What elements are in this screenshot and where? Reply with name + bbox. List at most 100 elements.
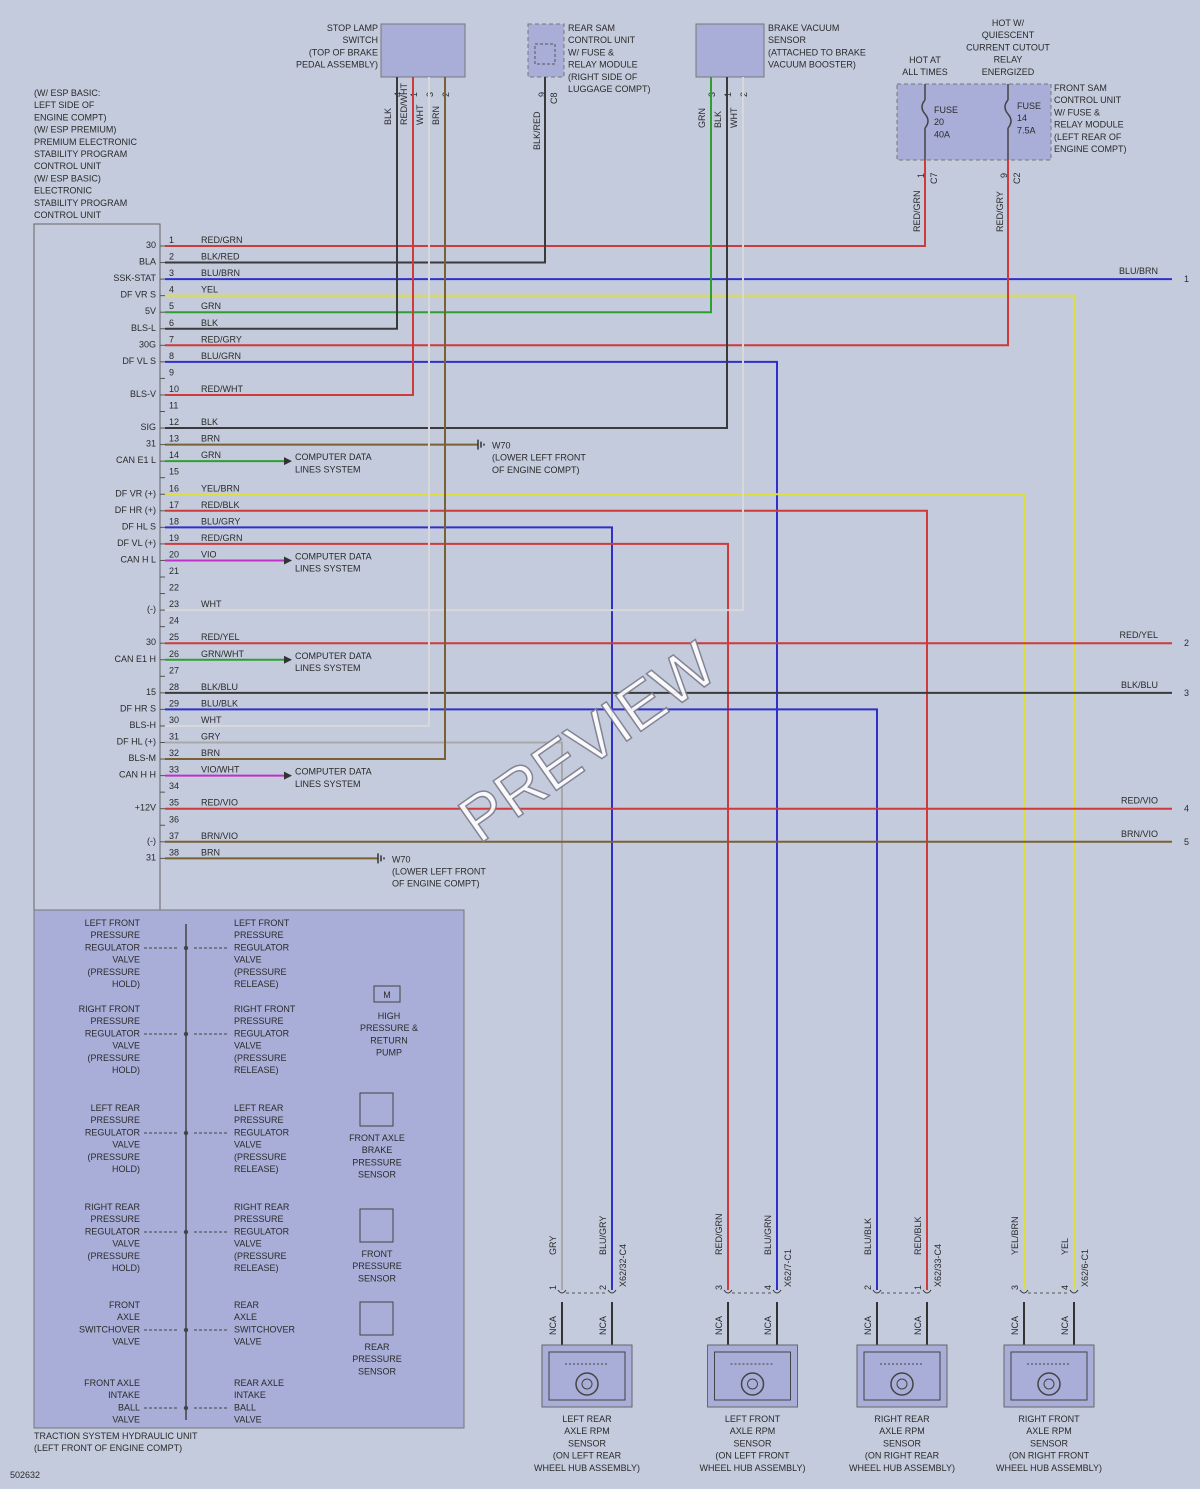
gear-hub-icon: [747, 1378, 758, 1390]
esp-pin-signal-label: DF HL (+): [117, 737, 156, 747]
ground-id-label: W70: [492, 441, 511, 451]
esp-pin-number: 37: [169, 831, 179, 841]
stop-lamp-switch-label: STOP LAMP: [327, 23, 378, 33]
computer-data-lines-label: COMPUTER DATA: [295, 551, 372, 561]
wire-pin-6: [165, 77, 398, 330]
front-sam-control-unit: [896, 83, 1052, 161]
ground-location-label: (LOWER LEFT FRONT: [392, 866, 486, 876]
valve-right-label: REGULATOR: [234, 1028, 290, 1038]
wire-pin-30: [165, 77, 430, 727]
wire-color-label: RED/GRN: [201, 235, 243, 245]
front-sam-label: RELAY MODULE: [1054, 120, 1124, 130]
valve-right-label: VALVE: [234, 1239, 262, 1249]
valve-right-label: REGULATOR: [234, 942, 290, 952]
sensor-inner-frame: [548, 1351, 626, 1401]
stop-lamp-switch-label: SWITCH: [343, 35, 379, 45]
valve-right-label: RELEASE): [234, 1164, 279, 1174]
valve-left-label: VALVE: [112, 1239, 140, 1249]
valve-left-label: PRESSURE: [90, 930, 140, 940]
esp-pin-signal-label: 15: [146, 687, 156, 697]
esp-pin-signal-label: 31: [146, 852, 156, 862]
esp-pin-number: 4: [169, 285, 174, 295]
pressure-sensor-label: FRONT: [362, 1249, 393, 1259]
esp-pin-signal-label: DF HR (+): [115, 505, 156, 515]
stop-lamp-wire-label: WHT: [415, 104, 425, 125]
esp-pin-number: 26: [169, 649, 179, 659]
connector-pin-icon: [1069, 1289, 1079, 1294]
esp-pin-number: 14: [169, 450, 179, 460]
right-ref-number: 3: [1184, 688, 1189, 698]
valve-right-label: (PRESSURE: [234, 1053, 287, 1063]
valve-left-label: BALL: [118, 1402, 140, 1412]
axle-rpm-sensor-label: LEFT REAR: [562, 1414, 612, 1424]
esp-pin-number: 17: [169, 500, 179, 510]
valve-right-label: REAR AXLE: [234, 1378, 284, 1388]
valve-left-label: REGULATOR: [85, 1028, 141, 1038]
ground-icon: [377, 853, 385, 864]
hot-w-relay-label: RELAY: [994, 55, 1023, 65]
esp-pin-number: 18: [169, 516, 179, 526]
rear-sam-label: LUGGAGE COMPT): [568, 84, 651, 94]
esp-pin-number: 22: [169, 583, 179, 593]
valve-right-label: VALVE: [234, 1041, 262, 1051]
esp-pin-signal-label: CAN H L: [120, 554, 156, 564]
sensor-inner-frame: [1010, 1351, 1088, 1401]
esp-pin-number: 29: [169, 698, 179, 708]
esp-pin-signal-label: DF VL (+): [117, 538, 156, 548]
arrow-head: [284, 655, 292, 664]
esp-pin-signal-label: CAN E1 H: [114, 654, 156, 664]
esp-pin-number: 32: [169, 748, 179, 758]
right-ref-wire-label: BRN/VIO: [1121, 829, 1158, 839]
sensor-pin: 2: [598, 1285, 608, 1290]
hot-at-all-times-label: HOT AT: [909, 55, 941, 65]
rear-sam-connector: C8: [549, 92, 559, 104]
sensor-inner-frame: [714, 1351, 791, 1401]
valve-left-label: REGULATOR: [85, 942, 141, 952]
right-ref-number: 1: [1184, 274, 1189, 284]
esp-pin-signal-label: BLA: [139, 257, 156, 267]
connector-pin-icon: [1019, 1289, 1029, 1294]
rear-sam-wire-label: BLK/RED: [532, 111, 542, 150]
valve-left-label: HOLD): [112, 1263, 140, 1273]
computer-data-lines-label: COMPUTER DATA: [295, 651, 372, 661]
esp-pin-signal-label: SIG: [140, 422, 156, 432]
valve-right-label: RELEASE): [234, 979, 279, 989]
connector-pin-icon: [922, 1289, 932, 1294]
sensor-connector-id: X62/32-C4: [618, 1244, 628, 1287]
wire-color-label: BLK: [201, 318, 218, 328]
sensor-connector-id: X62/7-C1: [783, 1249, 793, 1287]
esp-pin-number: 16: [169, 483, 179, 493]
fuse-label: FUSE: [934, 105, 958, 115]
wire-color-label: VIO/WHT: [201, 765, 240, 775]
front-sam-label: CONTROL UNIT: [1054, 95, 1122, 105]
wire-color-label: BLK/BLU: [201, 682, 238, 692]
wire-color-label: RED/GRN: [201, 533, 243, 543]
vacuum-wire-label: WHT: [729, 107, 739, 128]
valve-left-label: PRESSURE: [90, 1115, 140, 1125]
esp-pin-number: 3: [169, 268, 174, 278]
wire-color-label: WHT: [201, 715, 222, 725]
valve-right-label: BALL: [234, 1402, 256, 1412]
computer-data-lines-label: LINES SYSTEM: [295, 464, 361, 474]
stop-lamp-switch-label: (TOP OF BRAKE: [309, 47, 378, 57]
valve-left-label: HOLD): [112, 1164, 140, 1174]
esp-pin-number: 28: [169, 682, 179, 692]
sensor-wire-label: YEL: [1060, 1238, 1070, 1255]
valve-right-label: LEFT REAR: [234, 1103, 284, 1113]
wire-color-label: VIO: [201, 549, 217, 559]
sensor-connector-id: X62/6-C1: [1080, 1249, 1090, 1287]
gear-icon: [1037, 1372, 1061, 1396]
wire-color-label: BRN/VIO: [201, 831, 238, 841]
pump-motor-symbol: M: [383, 990, 391, 1000]
wire-pin-4: [165, 294, 1075, 1290]
sensor-pin: 4: [763, 1285, 773, 1290]
axle-rpm-sensor: [1003, 1344, 1095, 1408]
sensor-pin: 3: [714, 1285, 724, 1290]
sensor-pin: 2: [863, 1285, 873, 1290]
valve-left-label: REGULATOR: [85, 1226, 141, 1236]
fuse-label: 7.5A: [1017, 125, 1036, 135]
valve-right-label: RELEASE): [234, 1065, 279, 1075]
wire-pin-10: [165, 77, 414, 396]
pressure-sensor-label: PRESSURE: [352, 1354, 402, 1364]
gear-hub-icon: [1043, 1378, 1055, 1390]
